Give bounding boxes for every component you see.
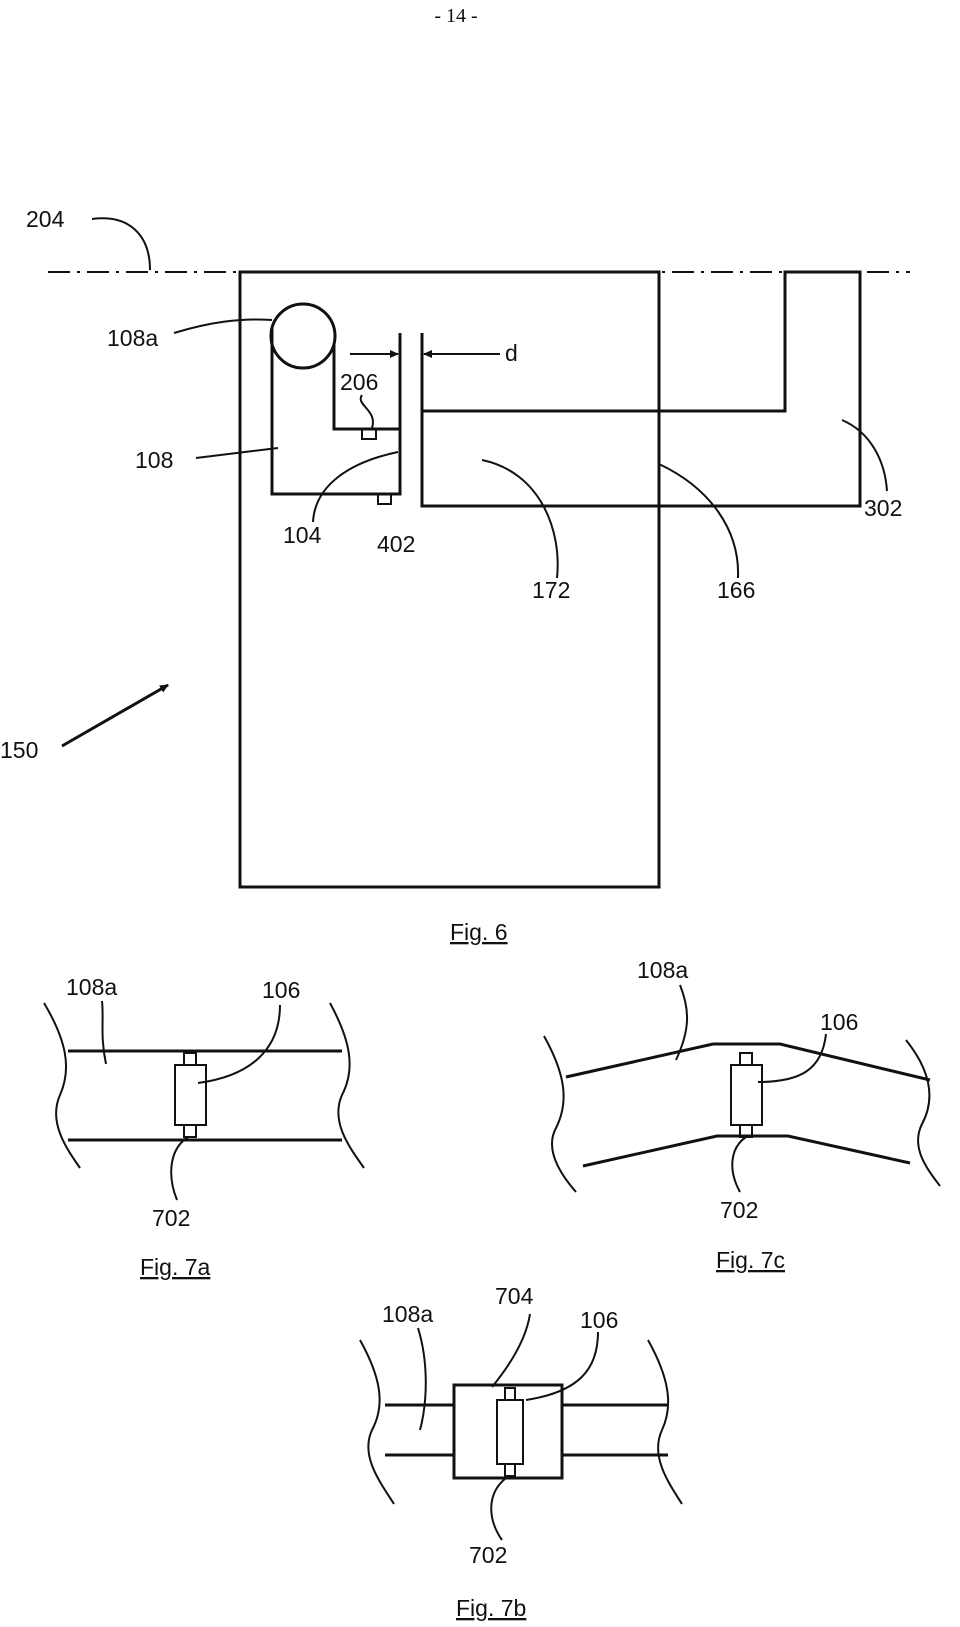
component-106 (496, 1399, 524, 1465)
housing-body (238, 270, 661, 889)
leader-106 (757, 1033, 827, 1083)
element-108a-circle (269, 302, 337, 370)
leader-166 (658, 463, 740, 579)
leader-106 (525, 1331, 599, 1401)
label-172: 172 (532, 577, 570, 603)
leader-104 (312, 451, 399, 523)
connector-top (504, 1387, 516, 1401)
leader-702 (170, 1136, 189, 1201)
break-line-left (43, 1002, 81, 1169)
leader-172 (481, 459, 559, 579)
housing-704 (452, 1383, 564, 1480)
label-702: 702 (152, 1205, 190, 1231)
caption-fig-6: Fig. 6 (450, 919, 508, 945)
page-number: - 14 - (434, 5, 477, 27)
connector-bottom (183, 1124, 197, 1138)
break-line-right (905, 1039, 941, 1187)
arrow-150 (61, 683, 169, 748)
label-206: 206 (340, 369, 378, 395)
leader-108 (195, 447, 279, 459)
break-line-left (359, 1339, 395, 1505)
strip-bottom-edge (582, 1134, 911, 1168)
connector-bottom (504, 1463, 516, 1477)
label-150: 150 (0, 737, 38, 763)
figure-7a: 108a 106 702 Fig. 7a (43, 974, 365, 1280)
figure-6: 204 108a 108 206 104 402 d 172 166 302 1… (0, 206, 910, 945)
figure-7b: 108a 704 106 702 Fig. 7b (359, 1283, 683, 1621)
strip-top-edge (565, 1042, 931, 1082)
figure-7c: 108a 106 702 Fig. 7c (543, 957, 941, 1273)
component-106 (730, 1064, 763, 1126)
label-704: 704 (495, 1283, 534, 1309)
label-108a: 108a (107, 325, 158, 351)
component-106 (174, 1064, 207, 1126)
label-166: 166 (717, 577, 755, 603)
connector-top (183, 1052, 197, 1066)
label-106: 106 (580, 1307, 618, 1333)
leader-108a (101, 1000, 107, 1065)
label-702: 702 (720, 1197, 758, 1223)
leader-108a (675, 984, 689, 1061)
label-104: 104 (283, 522, 322, 548)
label-106: 106 (820, 1009, 858, 1035)
channel-172-302 (420, 270, 862, 508)
caption-fig-7a: Fig. 7a (140, 1254, 211, 1280)
component-206 (361, 428, 377, 440)
leader-108a (417, 1327, 427, 1431)
break-line-left (543, 1035, 577, 1193)
leader-206 (359, 394, 374, 429)
break-line-right (647, 1339, 683, 1505)
label-302: 302 (864, 495, 902, 521)
label-108a: 108a (382, 1301, 433, 1327)
leader-108a (173, 318, 273, 334)
caption-fig-7b: Fig. 7b (456, 1595, 526, 1621)
label-d: d (505, 340, 518, 366)
label-702: 702 (469, 1542, 507, 1568)
label-108a: 108a (637, 957, 688, 983)
leader-704 (491, 1313, 531, 1388)
component-402 (377, 493, 392, 505)
break-line-right (329, 1002, 365, 1169)
element-108-step (332, 344, 400, 431)
caption-fig-7c: Fig. 7c (716, 1247, 785, 1273)
connector-top (739, 1052, 753, 1066)
label-106: 106 (262, 977, 300, 1003)
label-402: 402 (377, 531, 415, 557)
leader-702 (490, 1477, 507, 1541)
label-204: 204 (26, 206, 65, 232)
label-108: 108 (135, 447, 173, 473)
leader-702 (731, 1136, 747, 1193)
label-108a: 108a (66, 974, 117, 1000)
element-108-block (270, 328, 402, 496)
leader-302 (841, 419, 888, 492)
leader-204 (91, 217, 151, 271)
leader-106 (197, 1004, 281, 1084)
